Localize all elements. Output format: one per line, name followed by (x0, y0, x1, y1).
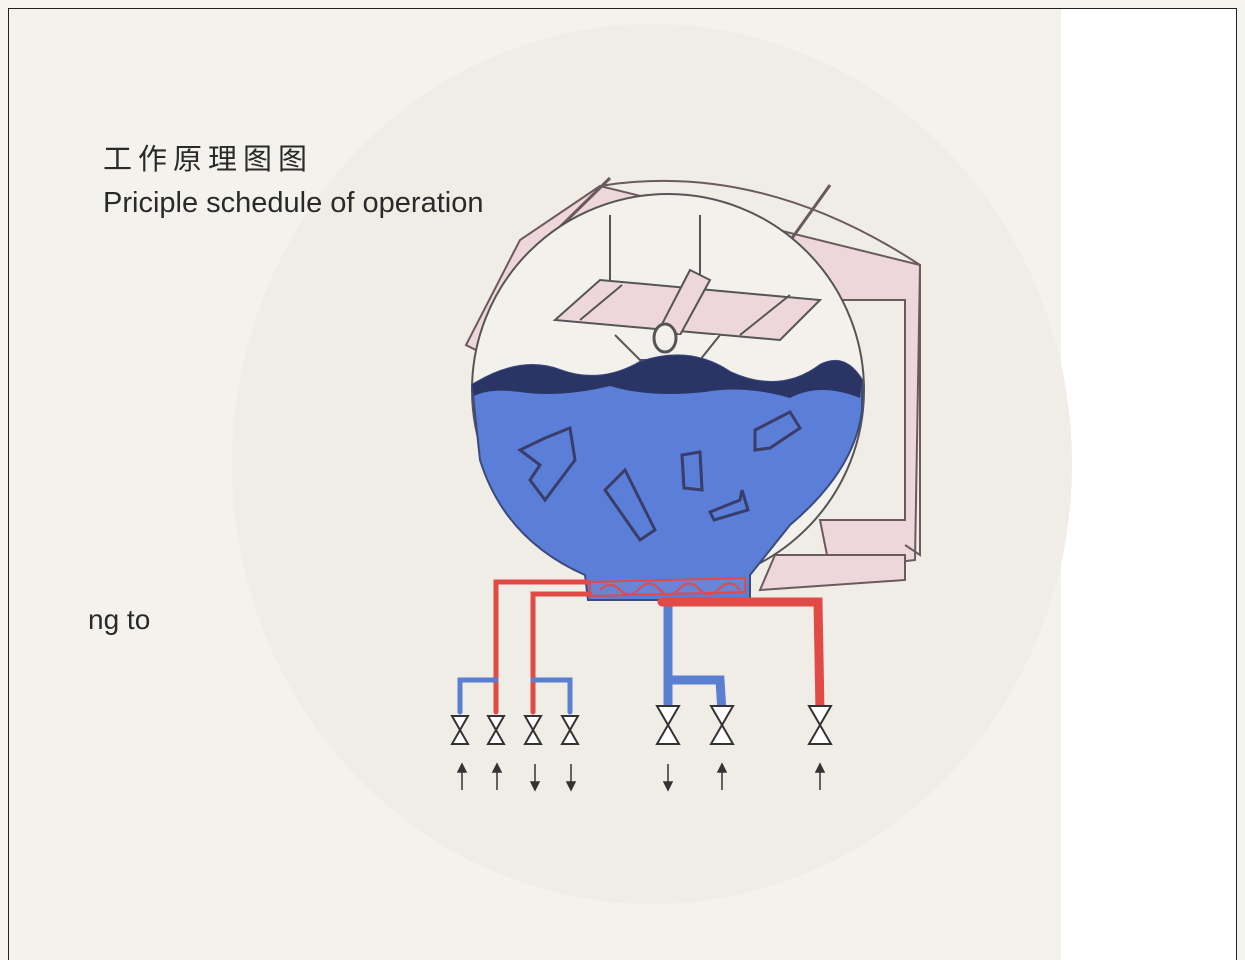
cold-pipe-right (530, 677, 573, 715)
valve-icon (560, 715, 580, 745)
drain-pipe (663, 595, 727, 717)
water-tank (470, 354, 863, 601)
paddle-rotor (552, 268, 823, 361)
heating-coil (589, 576, 746, 598)
arrow-up-icon (456, 762, 468, 790)
right-margin (1061, 9, 1236, 960)
steam-pipe (657, 597, 825, 717)
cold-pipe-left (457, 677, 499, 715)
pipes (457, 579, 825, 717)
title-english: Priciple schedule of operation (103, 187, 484, 219)
hot-pipe-2 (530, 591, 593, 715)
flow-arrows (456, 762, 826, 792)
valve-icon (807, 705, 833, 745)
hot-pipe-1 (493, 579, 591, 715)
valve-icon (450, 715, 470, 745)
arrow-up-icon (716, 762, 728, 790)
valve-icon (523, 715, 543, 745)
arrow-down-icon (662, 764, 674, 792)
valve-icon (655, 705, 681, 745)
laundry-items (517, 410, 803, 543)
title-chinese: 工作原理图图 (103, 142, 314, 176)
valve-icon (486, 715, 506, 745)
rotor-hub (652, 322, 678, 354)
valve-icon (709, 705, 735, 745)
water-surface (472, 355, 862, 398)
truncated-text-fragment: ng to (88, 604, 151, 635)
arrow-up-icon (491, 762, 503, 790)
arrow-down-icon (529, 764, 541, 792)
valves (450, 705, 833, 745)
arrow-down-icon (565, 764, 577, 792)
arrow-up-icon (814, 762, 826, 790)
